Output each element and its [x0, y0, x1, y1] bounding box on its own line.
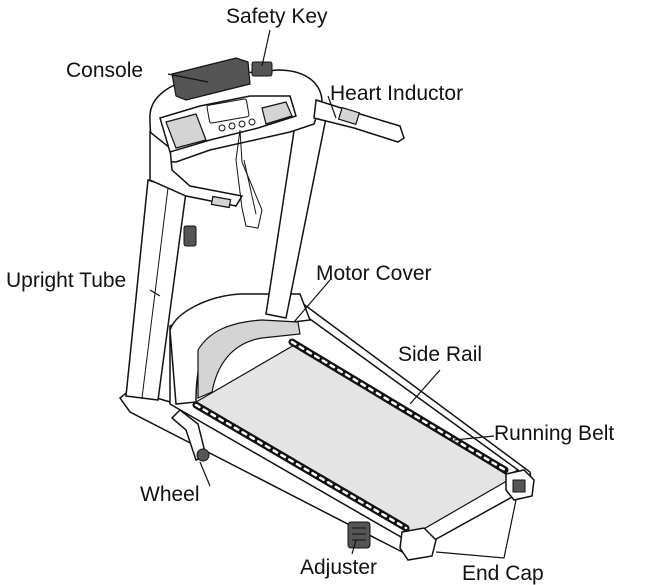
label-adjuster: Adjuster [300, 556, 377, 579]
motor-cover [169, 293, 312, 405]
upright-tube-right [265, 117, 327, 319]
label-side-rail: Side Rail [398, 343, 482, 366]
end-cap-right [505, 469, 535, 501]
label-end-cap: End Cap [462, 562, 544, 585]
leader-lines [149, 29, 517, 559]
label-console: Console [66, 59, 143, 82]
console [159, 57, 297, 153]
label-safety-key: Safety Key [226, 5, 328, 28]
upright-clip [183, 225, 197, 247]
label-heart-inductor: Heart Inductor [330, 82, 463, 105]
label-wheel: Wheel [140, 483, 200, 506]
side-rail-right [288, 338, 509, 474]
safety-key [235, 61, 273, 229]
end-cap-left [399, 527, 437, 561]
wheel [170, 409, 210, 462]
label-running-belt: Running Belt [494, 422, 614, 445]
adjuster [347, 521, 371, 549]
label-upright-tube: Upright Tube [6, 269, 126, 292]
side-rail-left [192, 401, 410, 532]
label-motor-cover: Motor Cover [316, 262, 432, 285]
